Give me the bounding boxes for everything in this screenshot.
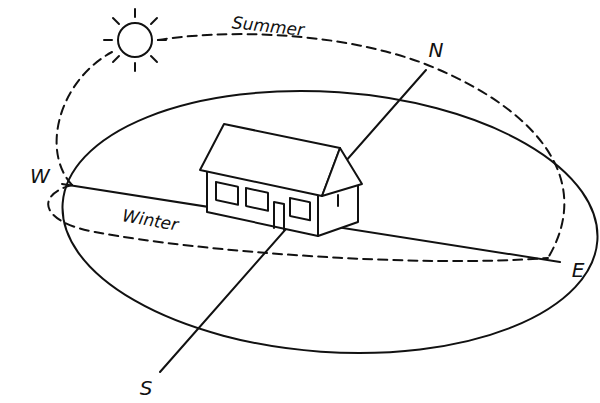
compass-label: E xyxy=(570,259,587,281)
season-label: Winter xyxy=(119,205,182,234)
compass-label: N xyxy=(427,39,446,61)
compass-label: S xyxy=(138,377,155,399)
summer-sun-path xyxy=(57,34,565,258)
season-label: Summer xyxy=(229,13,307,40)
compass-label: W xyxy=(28,165,52,187)
north-south-axis xyxy=(160,70,426,372)
house-drawing xyxy=(200,124,362,236)
sun-symbol xyxy=(104,9,166,71)
